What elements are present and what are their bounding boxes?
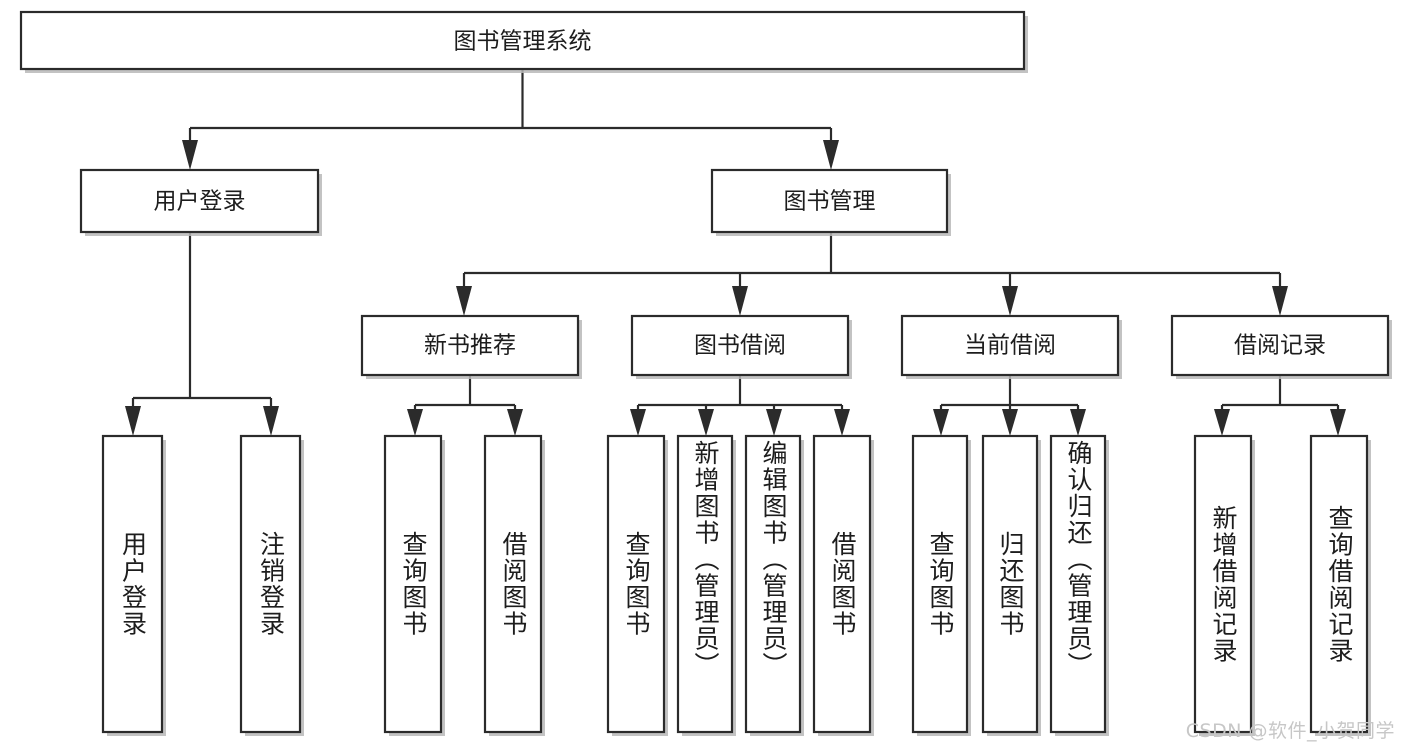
arrow-head-leaf-user-logout [263, 406, 279, 436]
node-leaf-user-login[interactable] [101, 434, 166, 736]
node-leaf-borrow-book-1[interactable] [483, 434, 545, 736]
node-leaf-query-record[interactable] [1309, 434, 1371, 736]
node-current-borrow[interactable]: 当前借阅 [900, 314, 1122, 379]
node-new-book-recommend-box[interactable] [360, 314, 580, 377]
node-leaf-query-book-2-box[interactable] [606, 434, 666, 734]
node-user-login-box[interactable] [79, 168, 320, 234]
node-borrow-record-box[interactable] [1170, 314, 1390, 377]
node-book-management-label: 图书管理 [784, 189, 876, 215]
arrow-head-leaf-return-book [1002, 409, 1018, 436]
node-book-borrow-box[interactable] [630, 314, 850, 377]
node-leaf-query-book-3-box[interactable] [911, 434, 969, 734]
arrow-head-leaf-user-login [125, 406, 141, 436]
edge-group-user-login-to-leaves [125, 232, 279, 436]
node-leaf-return-book[interactable] [981, 434, 1041, 736]
node-current-borrow-label: 当前借阅 [964, 333, 1056, 359]
arrow-head-leaf-query-book-2 [630, 409, 646, 436]
arrow-head-new-book-recommend [456, 286, 472, 316]
node-leaf-confirm-return[interactable] [1049, 434, 1109, 736]
node-book-management[interactable]: 图书管理 [710, 168, 951, 236]
node-book-borrow[interactable]: 图书借阅 [630, 314, 852, 379]
arrow-head-borrow-record [1272, 286, 1288, 316]
arrow-head-leaf-add-record [1214, 409, 1230, 436]
node-leaf-add-book-box[interactable] [676, 434, 734, 734]
node-new-book-recommend-label: 新书推荐 [424, 333, 516, 359]
node-root[interactable]: 图书管理系统 [19, 10, 1028, 73]
node-borrow-record-label: 借阅记录 [1234, 333, 1326, 359]
edge-group-borrow-record-to-leaves [1214, 375, 1346, 436]
arrow-head-leaf-confirm-return [1070, 409, 1086, 436]
arrow-head-leaf-add-book [698, 409, 714, 436]
node-current-borrow-box[interactable] [900, 314, 1120, 377]
node-leaf-query-book-1-box[interactable] [383, 434, 443, 734]
node-leaf-add-record[interactable] [1193, 434, 1255, 736]
node-leaf-borrow-book-1-box[interactable] [483, 434, 543, 734]
node-leaf-add-record-box[interactable] [1193, 434, 1253, 734]
csdn-watermark: CSDN @软件_小贺同学 [1185, 720, 1395, 742]
node-leaf-add-book[interactable] [676, 434, 736, 736]
arrow-head-leaf-borrow-book-2 [834, 409, 850, 436]
node-leaf-confirm-return-box[interactable] [1049, 434, 1107, 734]
edge-group-book-borrow-to-leaves [630, 375, 850, 436]
node-leaf-query-book-3[interactable] [911, 434, 971, 736]
edge-group-book-management-to-level3 [456, 232, 1288, 316]
arrow-head-current-borrow [1002, 286, 1018, 316]
node-leaf-edit-book[interactable] [744, 434, 804, 736]
node-leaf-borrow-book-2[interactable] [812, 434, 874, 736]
node-leaf-query-book-2[interactable] [606, 434, 668, 736]
node-borrow-record[interactable]: 借阅记录 [1170, 314, 1392, 379]
node-leaf-query-record-box[interactable] [1309, 434, 1369, 734]
node-leaf-query-book-1[interactable] [383, 434, 445, 736]
node-leaf-user-logout-box[interactable] [239, 434, 302, 734]
arrow-head-leaf-query-book-3 [933, 409, 949, 436]
arrow-head-book-borrow [732, 286, 748, 316]
arrow-head-leaf-borrow-book-1 [507, 409, 523, 436]
node-leaf-edit-book-box[interactable] [744, 434, 802, 734]
edge-group-current-borrow-to-leaves [933, 375, 1086, 436]
node-book-borrow-label: 图书借阅 [694, 333, 786, 359]
edge-group-root-to-level2 [182, 69, 839, 170]
arrow-head-book-management [823, 140, 839, 170]
node-user-login[interactable]: 用户登录 [79, 168, 322, 236]
arrow-head-leaf-query-record [1330, 409, 1346, 436]
arrow-head-leaf-query-book-1 [407, 409, 423, 436]
node-leaf-return-book-box[interactable] [981, 434, 1039, 734]
edge-group-new-book-recommend-to-leaves [407, 375, 523, 436]
arrow-head-user-login [182, 140, 198, 170]
node-root-box[interactable] [19, 10, 1026, 71]
node-user-login-label: 用户登录 [154, 189, 246, 215]
node-new-book-recommend[interactable]: 新书推荐 [360, 314, 582, 379]
node-leaf-borrow-book-2-box[interactable] [812, 434, 872, 734]
arrow-head-leaf-edit-book [766, 409, 782, 436]
node-leaf-user-login-box[interactable] [101, 434, 164, 734]
node-book-management-box[interactable] [710, 168, 949, 234]
node-root-label: 图书管理系统 [454, 29, 592, 55]
node-leaf-user-logout[interactable] [239, 434, 304, 736]
